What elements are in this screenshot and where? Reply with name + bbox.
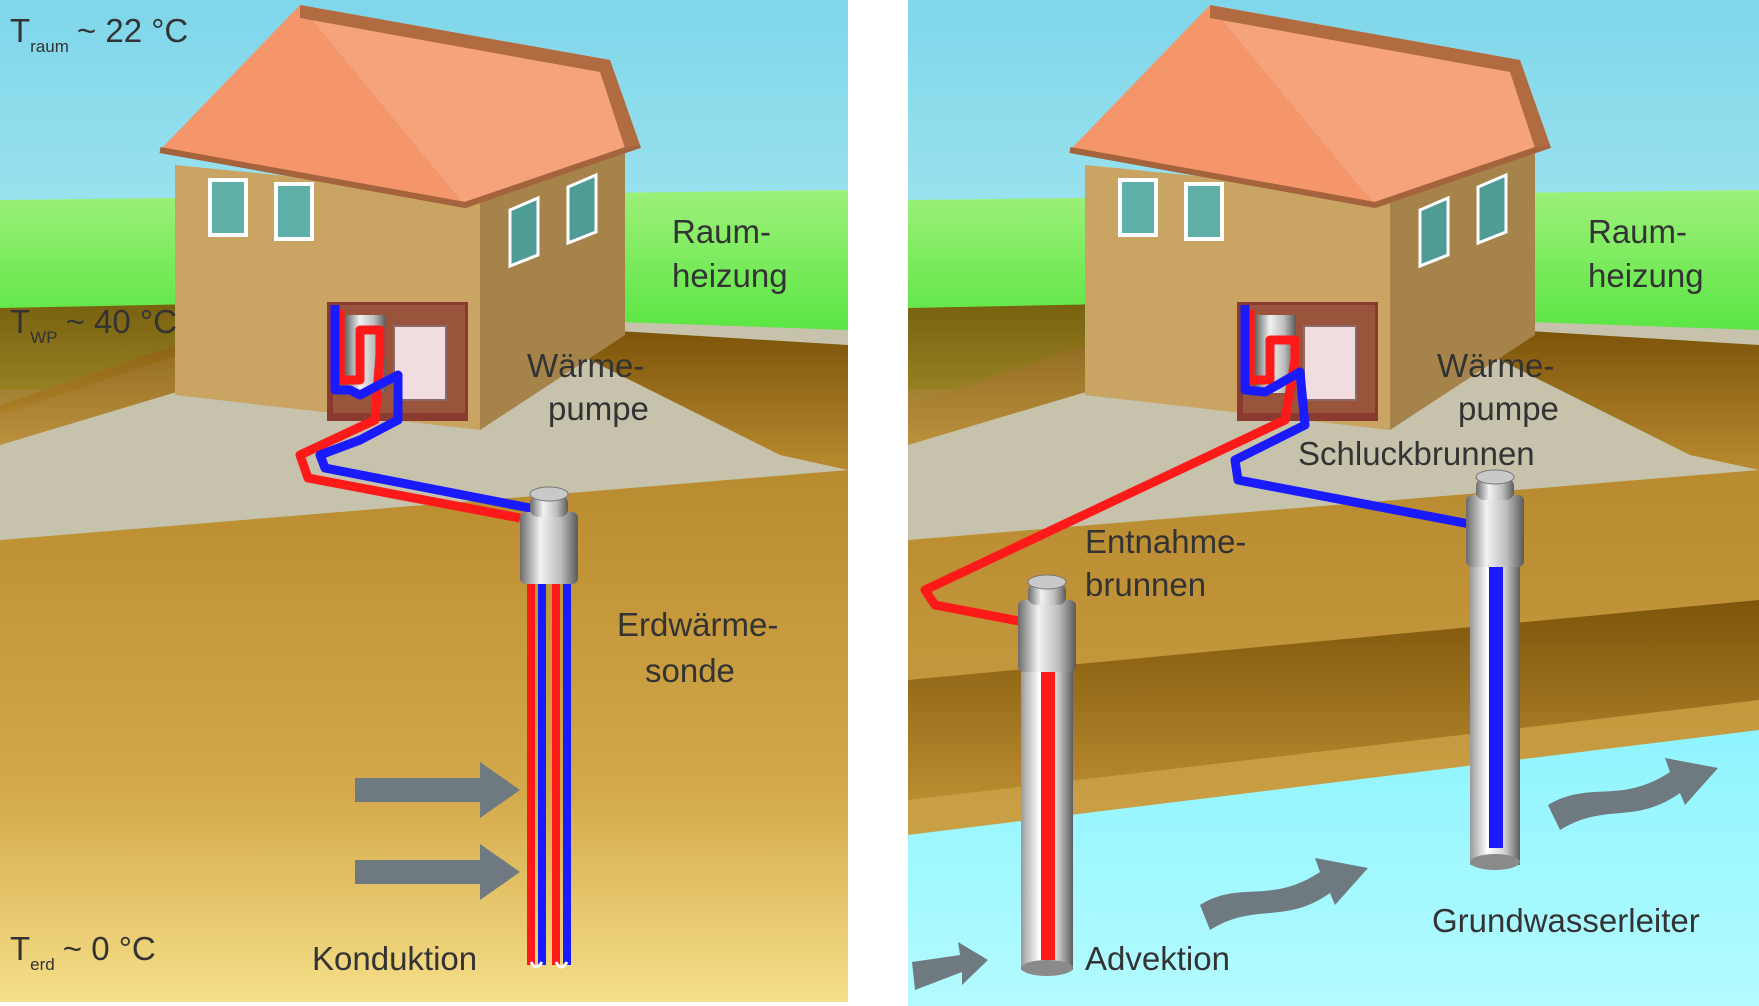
waermepumpe-right-line-1: Wärme- xyxy=(1437,347,1554,384)
extraction-well-pipe xyxy=(1041,670,1055,960)
heat-pump-unit-left xyxy=(393,325,447,401)
waermepumpe-right-line-2: pumpe xyxy=(1458,390,1559,427)
injection-well-head xyxy=(1466,495,1524,567)
entnahmebrunnen-line-1: Entnahme- xyxy=(1085,523,1246,560)
cold-pipe-left xyxy=(315,305,541,515)
raumheizung-line-2: heizung xyxy=(672,257,788,294)
advection-arrow-1 xyxy=(912,942,988,990)
erdwaermesonde-line-1: Erdwärme- xyxy=(617,606,778,643)
advection-arrow-3 xyxy=(1548,758,1718,830)
t-wp-label: TWP~ 40 °C xyxy=(10,303,177,347)
t-erd-label: Terd~ 0 °C xyxy=(10,930,156,974)
advektion-label: Advektion xyxy=(1085,940,1230,977)
borehole-head xyxy=(520,512,578,584)
schluckbrunnen-label: Schluckbrunnen xyxy=(1298,435,1535,472)
left-panel: Traum~ 22 °C TWP~ 40 °C Terd~ 0 °C Raum-… xyxy=(0,0,848,1006)
raumheizung-line-1: Raum- xyxy=(672,213,771,250)
waermepumpe-line-2: pumpe xyxy=(548,390,649,427)
erdwaermesonde-line-2: sonde xyxy=(645,652,735,689)
entnahmebrunnen-line-2: brunnen xyxy=(1085,566,1206,603)
konduktion-label: Konduktion xyxy=(312,940,477,977)
heat-pump-unit-right xyxy=(1303,325,1357,401)
raumheizung-right-line-1: Raum- xyxy=(1588,213,1687,250)
conduction-arrow-1 xyxy=(355,762,520,818)
grundwasserleiter-label: Grundwasserleiter xyxy=(1432,902,1700,939)
waermepumpe-line-1: Wärme- xyxy=(527,347,644,384)
right-panel: Raum- heizung Wärme- pumpe Schluckbrunne… xyxy=(908,0,1759,1006)
raumheizung-right-line-2: heizung xyxy=(1588,257,1704,294)
advection-arrow-2 xyxy=(1200,858,1368,930)
t-raum-label: Traum~ 22 °C xyxy=(10,12,188,56)
warm-pipe-left xyxy=(295,310,521,523)
panel-divider xyxy=(848,0,908,1006)
conduction-arrow-2 xyxy=(355,844,520,900)
injection-well-pipe xyxy=(1489,560,1503,848)
extraction-well-head xyxy=(1018,600,1076,672)
warm-pipe-right xyxy=(920,310,1300,630)
cold-pipe-right xyxy=(1230,305,1476,530)
